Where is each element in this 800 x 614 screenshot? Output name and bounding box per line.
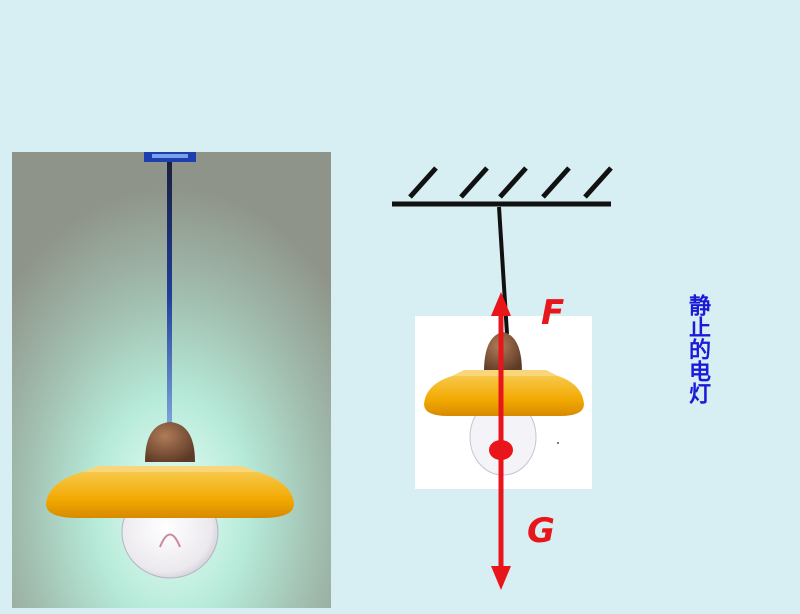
ceiling-hatch-icon [392,166,613,207]
force-g-arrow [491,448,511,590]
lamp-socket [145,422,195,462]
force-f-label: F [541,293,565,333]
caption-static-lamp: 静止的电灯 [685,294,710,404]
center-of-gravity-dot [489,440,513,460]
hanging-lamp-photo [12,152,331,608]
lamp-shade [46,472,294,518]
lamp-wire [167,162,172,427]
force-g-label: G [527,511,555,551]
force-f-arrow [491,292,511,448]
